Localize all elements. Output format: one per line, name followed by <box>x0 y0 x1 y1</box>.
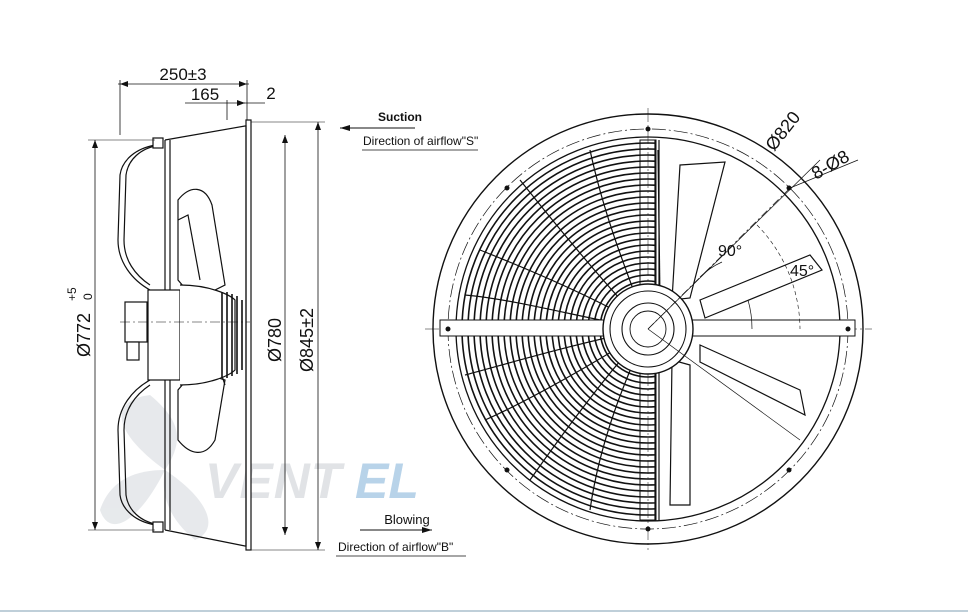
dim-guard-diameter-group: Ø772 +5 0 <box>65 287 95 357</box>
side-guard-bottom <box>123 384 161 526</box>
dim-guard-diameter: Ø772 <box>74 313 94 357</box>
suction-direction: Direction of airflow"S" <box>363 134 478 148</box>
front-blade-3 <box>699 344 806 417</box>
dim-guard-depth: 165 <box>191 85 219 104</box>
dim-bolt-circle: Ø820 <box>761 107 804 154</box>
airflow-blowing: Blowing Direction of airflow"B" <box>336 512 466 557</box>
watermark-fan-icon <box>100 395 209 540</box>
side-flange <box>245 119 252 551</box>
side-dim-arrows <box>92 81 321 550</box>
dim-overall-depth: 250±3 <box>159 65 206 84</box>
dim-blade-diameter: Ø780 <box>265 318 285 362</box>
side-motor-fins <box>221 292 243 378</box>
front-blade-2 <box>699 254 823 319</box>
watermark-text-dark: VENT <box>205 453 346 509</box>
dim-guard-tol-upper: +5 <box>65 287 79 301</box>
side-motor-body <box>147 289 181 381</box>
watermark: VENT EL <box>100 395 419 540</box>
dim-guard-tol-lower: 0 <box>81 293 95 300</box>
front-bolt-holes <box>445 126 851 532</box>
front-view <box>425 108 872 550</box>
suction-label: Suction <box>378 110 422 124</box>
watermark-text-accent: EL <box>355 453 419 509</box>
angle-45: 45° <box>790 263 814 280</box>
blowing-label: Blowing <box>384 512 430 527</box>
front-blade-1 <box>671 161 726 301</box>
side-view <box>88 80 325 551</box>
airflow-suction: Suction Direction of airflow"S" <box>340 110 478 151</box>
front-blades <box>657 149 823 506</box>
angle-90: 90° <box>718 243 742 260</box>
dim-gap: 2 <box>266 84 275 103</box>
side-blade-upper <box>177 188 226 301</box>
blowing-direction: Direction of airflow"B" <box>338 540 453 554</box>
front-blade-4 <box>669 359 691 506</box>
dim-flange-diameter: Ø845±2 <box>297 308 317 372</box>
side-guard-top <box>123 144 161 286</box>
